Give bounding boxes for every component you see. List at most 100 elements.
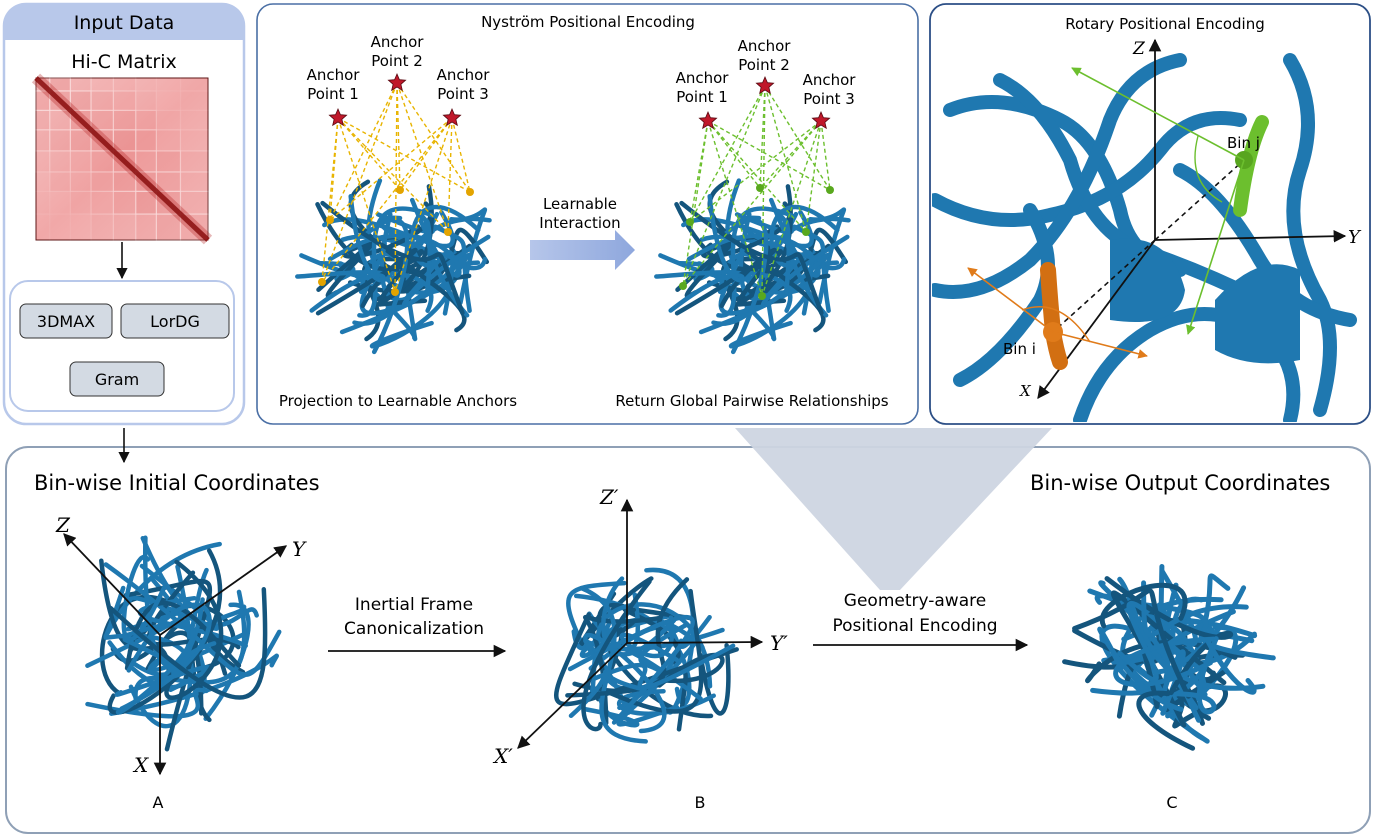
rotary-vector-j [1154, 159, 1245, 241]
yellow-bin [466, 188, 474, 196]
green-link [759, 120, 822, 189]
green-bin [756, 184, 764, 192]
hic-block [69, 190, 92, 215]
hic-block [135, 213, 157, 241]
bin-i-rotation-arrow-1 [967, 267, 1054, 333]
chromatin-strand [362, 217, 410, 355]
chromatin-strand [1136, 690, 1196, 751]
yellow-bin [326, 216, 334, 224]
chromatin-strand [315, 247, 418, 316]
axis-b-x: X′ [492, 744, 513, 768]
yellow-link [321, 82, 398, 283]
chromatin-strand [716, 206, 795, 318]
hic-block [90, 190, 115, 215]
label-a: A [153, 793, 164, 812]
hic-block [135, 150, 157, 173]
rotary-title: Rotary Positional Encoding [1065, 15, 1264, 33]
hic-block [90, 109, 115, 131]
hic-block [69, 171, 92, 193]
hic-block [112, 213, 137, 241]
hic-block [35, 90, 51, 111]
method-lordg-label: LorDG [150, 312, 200, 331]
green-link [707, 120, 761, 189]
rotary-tube [993, 73, 1267, 307]
chromatin-strand [668, 194, 745, 313]
yellow-link [329, 82, 398, 221]
chromatin-strand [85, 687, 209, 719]
green-link [805, 120, 822, 233]
yellow-bin [396, 186, 404, 194]
bin-j-rotation-arrow-2 [1186, 159, 1245, 335]
chromatin-strand [320, 200, 465, 316]
chromatin-strand [595, 602, 713, 689]
method-lordg [120, 303, 230, 339]
hic-matrix-label: Hi-C Matrix [71, 51, 177, 73]
anchor-star [442, 107, 462, 127]
left-anchor-1-line1: Anchor [307, 66, 361, 84]
rotary-tube [932, 53, 1187, 299]
bin-j-angle-arc [1194, 135, 1223, 203]
rotary-tube [932, 111, 1247, 227]
hic-block [90, 90, 115, 111]
chromatin-strand [103, 541, 222, 639]
yellow-link [337, 117, 471, 193]
method-gram [69, 361, 165, 397]
yellow-link [394, 117, 453, 293]
hic-block [49, 129, 71, 152]
axes-b [517, 498, 764, 749]
chromatin-strand [760, 234, 850, 308]
yellow-link [451, 117, 471, 193]
return-caption: Return Global Pairwise Relationships [615, 392, 888, 410]
chromatin-strand [1097, 626, 1184, 712]
chromatin-strand [1099, 582, 1188, 629]
method-3dmax-label: 3DMAX [37, 312, 95, 331]
right-anchor-2-line1: Anchor [738, 37, 792, 55]
anchor-star [755, 75, 775, 95]
nystrom-title: Nyström Positional Encoding [481, 13, 695, 31]
bin-j-rotation-arrow-1 [1071, 67, 1245, 161]
green-link [820, 120, 831, 191]
green-bin [686, 218, 694, 226]
chromatin-strand [591, 643, 736, 691]
chromatin-strand [674, 247, 777, 316]
yellow-link [329, 117, 453, 221]
chromatin-strand [721, 217, 769, 355]
bin-i-angle-arc [1021, 306, 1091, 343]
rotary-cone [1215, 264, 1300, 364]
method-gram-label: Gram [95, 370, 139, 389]
learnable-line1: Learnable [543, 195, 617, 213]
hic-block [155, 213, 182, 241]
structure-b [553, 568, 739, 744]
label-b: B [695, 793, 706, 812]
hic-block [155, 129, 182, 152]
green-link [761, 85, 766, 297]
axis-b-y: Y′ [770, 631, 788, 655]
chromatin-strand [1176, 636, 1219, 715]
yellow-link [329, 117, 339, 221]
yellow-bin [391, 288, 399, 296]
chromatin-strand [1204, 637, 1257, 695]
hic-block [155, 109, 182, 131]
encoding-funnel [735, 428, 1052, 590]
green-link [761, 120, 822, 297]
hic-block [49, 150, 71, 173]
hic-block [112, 90, 137, 111]
yellow-bin [444, 228, 452, 236]
rotary-y-label: Y [1348, 227, 1362, 248]
right-anchor-3-line2: Point 3 [803, 90, 855, 108]
step2-line2: Positional Encoding [832, 616, 997, 636]
rotary-tube [1073, 307, 1301, 422]
chromatin-strand [769, 204, 840, 268]
anchor-star [328, 107, 348, 127]
right-anchor-1-line1: Anchor [676, 69, 730, 87]
hic-block [49, 77, 71, 92]
green-link [759, 85, 766, 189]
green-link [707, 120, 763, 297]
hic-block [69, 77, 92, 92]
hic-block [49, 171, 71, 193]
anchor-star [387, 72, 407, 92]
step1-line1: Inertial Frame [355, 595, 473, 615]
green-link [689, 120, 709, 223]
chromatin-strand [581, 579, 652, 732]
hic-block [135, 129, 157, 152]
